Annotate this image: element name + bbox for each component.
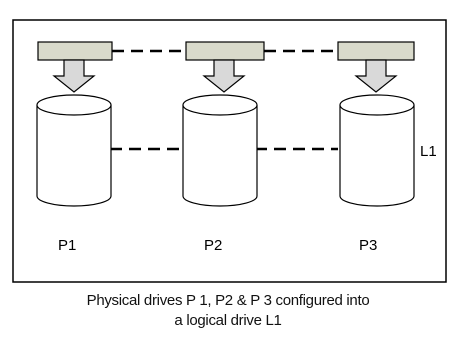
cylinder-body bbox=[36, 105, 112, 207]
drive-p1 bbox=[36, 41, 113, 207]
cylinder-top bbox=[339, 94, 415, 116]
down-arrow-icon bbox=[354, 59, 398, 93]
cylinder-top bbox=[182, 94, 258, 116]
drive-p2 bbox=[182, 41, 265, 207]
cylinder-body bbox=[339, 105, 415, 207]
down-arrow-icon bbox=[202, 59, 246, 93]
caption-line-1: Physical drives P 1, P2 & P 3 configured… bbox=[86, 292, 370, 309]
raid-diagram: P1 P2 P3 L1 bbox=[12, 19, 447, 283]
cylinder-top bbox=[36, 94, 112, 116]
down-arrow-icon bbox=[52, 59, 96, 93]
caption-line-2: a logical drive L1 bbox=[174, 312, 282, 329]
logical-drive-label: L1 bbox=[420, 143, 437, 160]
drive-head bbox=[337, 41, 415, 61]
cylinder-body bbox=[182, 105, 258, 207]
drive-head bbox=[185, 41, 265, 61]
drive-label-p1: P1 bbox=[58, 237, 76, 254]
drive-p3 bbox=[337, 41, 415, 207]
drive-label-p2: P2 bbox=[204, 237, 222, 254]
drive-label-p3: P3 bbox=[359, 237, 377, 254]
drive-head bbox=[37, 41, 113, 61]
